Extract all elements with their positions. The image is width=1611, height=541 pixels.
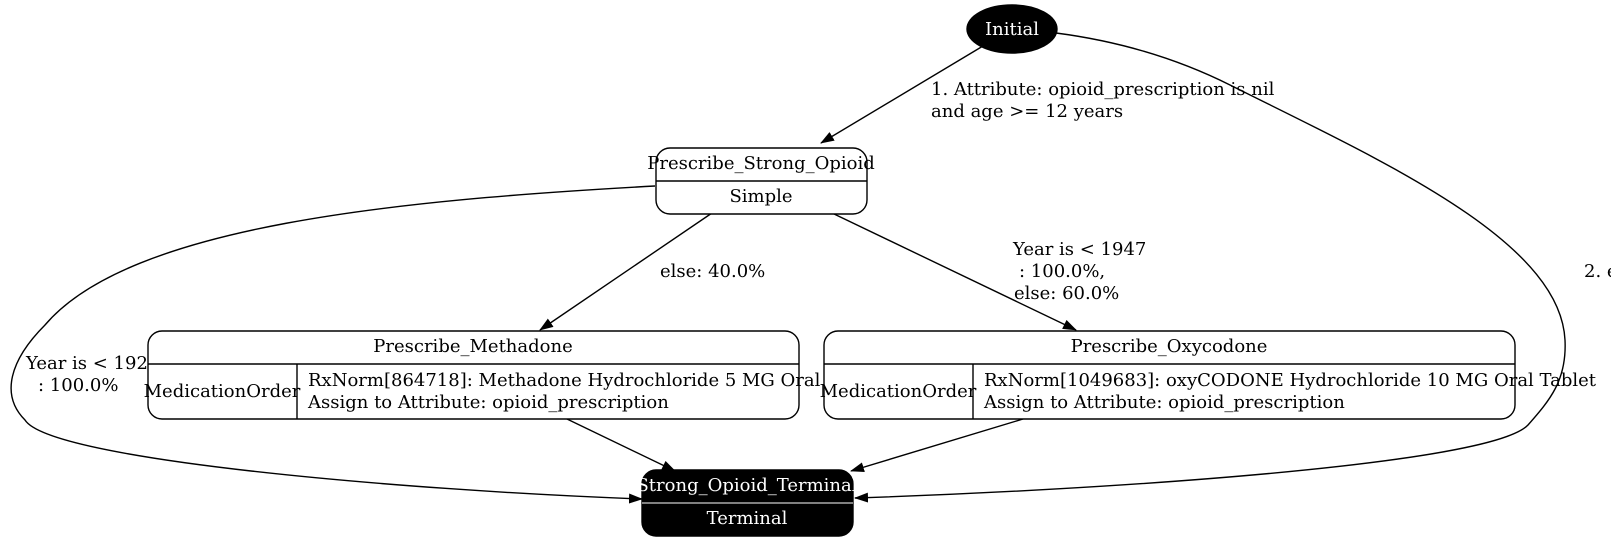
node-prescribe-methadone: Prescribe_Methadone MedicationOrder RxNo…: [144, 330, 883, 420]
node-title: Prescribe_Oxycodone: [1071, 336, 1268, 357]
node-type: Simple: [729, 186, 792, 207]
edge-label-line: 2. else: [1584, 261, 1611, 282]
edge-label-line: and age >= 12 years: [931, 101, 1123, 122]
node-prescribe-oxycodone: Prescribe_Oxycodone MedicationOrder RxNo…: [820, 330, 1597, 420]
edge-strong-opioid-to-terminal: Year is < 1920 : 100.0%: [10, 185, 656, 504]
node-type: MedicationOrder: [820, 381, 977, 402]
edge-label-line: Year is < 1947: [1012, 239, 1146, 260]
edge-label-line: : 100.0%,: [1019, 261, 1105, 282]
edge-initial-to-terminal: 2. else: [854, 32, 1611, 503]
node-title: Prescribe_Strong_Opioid: [647, 153, 875, 174]
node-initial: Initial: [966, 4, 1058, 54]
node-title: Strong_Opioid_Terminal: [636, 475, 857, 496]
edge-oxycodone-to-terminal: [850, 418, 1024, 473]
edge-strong-opioid-to-methadone: else: 40.0%: [539, 212, 765, 331]
edge-methadone-to-terminal: [566, 418, 676, 472]
node-prescribe-strong-opioid: Prescribe_Strong_Opioid Simple: [647, 147, 875, 215]
edge-label-line: : 100.0%: [38, 375, 118, 396]
node-detail-line: Assign to Attribute: opioid_prescription: [983, 392, 1345, 413]
node-type: Terminal: [707, 508, 788, 529]
edge-label-line: else: 40.0%: [660, 261, 765, 282]
node-type: MedicationOrder: [144, 381, 301, 402]
edge-label-line: else: 60.0%: [1014, 283, 1119, 304]
node-title: Prescribe_Methadone: [373, 336, 572, 357]
node-initial-label: Initial: [985, 19, 1039, 40]
node-detail-line: RxNorm[864718]: Methadone Hydrochloride …: [308, 370, 883, 391]
edge-label-line: Year is < 1920: [25, 353, 159, 374]
node-strong-opioid-terminal: Strong_Opioid_Terminal Terminal: [636, 469, 858, 537]
node-detail-line: Assign to Attribute: opioid_prescription: [307, 392, 669, 413]
edge-initial-to-strong-opioid: 1. Attribute: opioid_prescription is nil…: [820, 45, 1275, 144]
edge-label-line: 1. Attribute: opioid_prescription is nil: [931, 79, 1275, 100]
edge-strong-opioid-to-oxycodone: Year is < 1947 : 100.0%, else: 60.0%: [831, 212, 1146, 331]
node-detail-line: RxNorm[1049683]: oxyCODONE Hydrochloride…: [984, 370, 1597, 391]
